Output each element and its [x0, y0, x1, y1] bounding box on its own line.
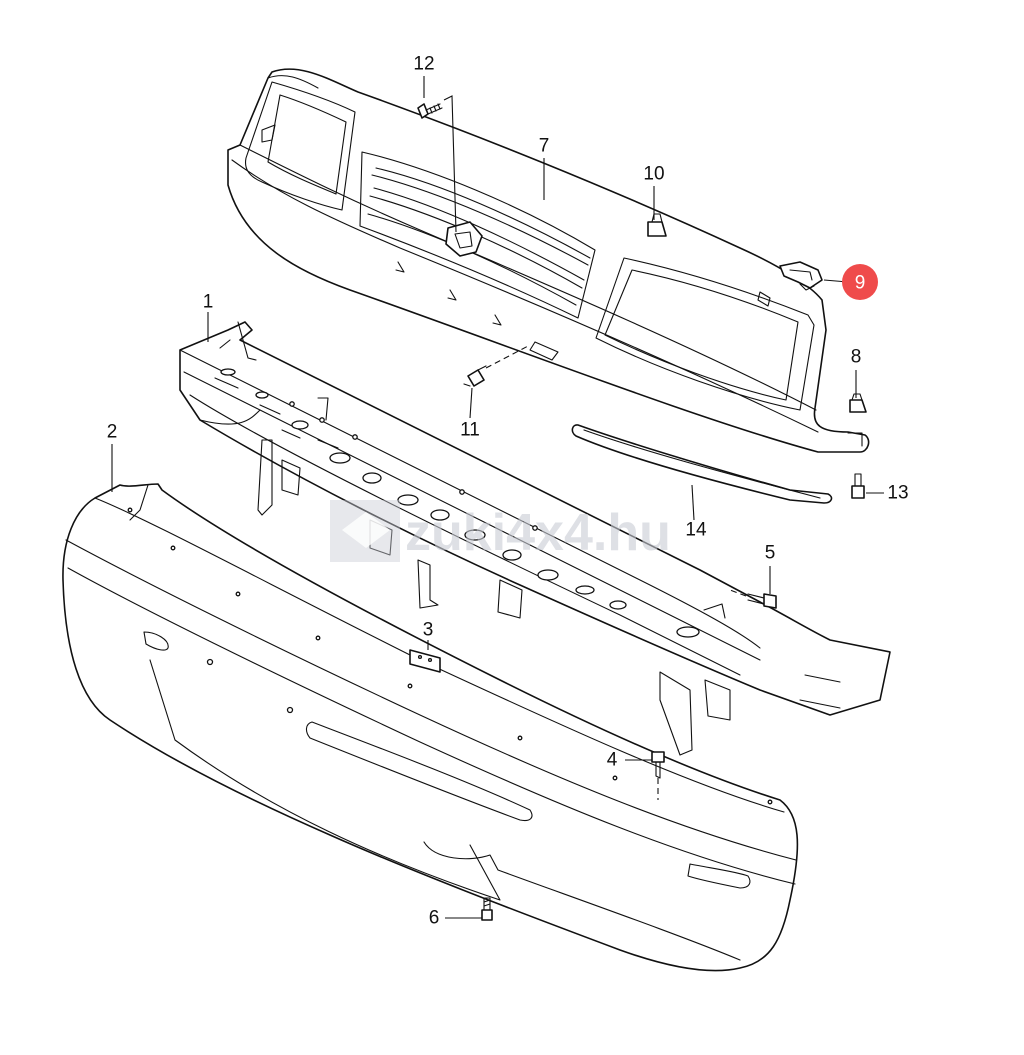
bumper-reinforcement	[179, 321, 891, 756]
callout-1[interactable]: 1	[203, 292, 214, 313]
bolt-4	[651, 751, 665, 800]
clip-9	[779, 261, 823, 291]
watermark: zuki4x4.hu	[330, 500, 671, 562]
callouts: 12 7 10 9 8 11 1 2 3 4 5 6 13 14	[107, 54, 909, 929]
callout-14[interactable]: 14	[685, 520, 707, 541]
watermark-text: zuki4x4.hu	[405, 504, 671, 562]
callout-8[interactable]: 8	[851, 347, 862, 368]
bolt-13	[851, 473, 865, 499]
leader-lines	[111, 76, 884, 919]
callout-9[interactable]: 9	[855, 273, 866, 294]
callout-5[interactable]: 5	[765, 543, 776, 564]
front-bumper-cover	[62, 483, 799, 972]
grille-molding	[571, 424, 833, 504]
screw-12	[417, 103, 443, 119]
callout-2[interactable]: 2	[107, 422, 118, 443]
callout-6[interactable]: 6	[429, 908, 440, 929]
callout-4[interactable]: 4	[607, 750, 618, 771]
callout-10[interactable]: 10	[643, 164, 664, 185]
callout-13[interactable]: 13	[887, 483, 908, 504]
fastener-11	[463, 344, 531, 387]
callout-7[interactable]: 7	[539, 136, 550, 157]
callout-9-highlight[interactable]	[842, 264, 878, 300]
clip-8	[849, 393, 867, 413]
callout-9-badge[interactable]: 9	[842, 264, 878, 300]
front-grille	[227, 68, 870, 453]
screw-6	[481, 897, 493, 921]
callout-3[interactable]: 3	[423, 620, 434, 641]
watermark-logo-mark-icon	[342, 512, 390, 548]
bolt-5	[729, 589, 777, 609]
callout-12[interactable]: 12	[413, 54, 434, 75]
bracket-plate	[409, 649, 441, 673]
callout-11[interactable]: 11	[460, 420, 480, 441]
clip-10	[647, 213, 667, 237]
